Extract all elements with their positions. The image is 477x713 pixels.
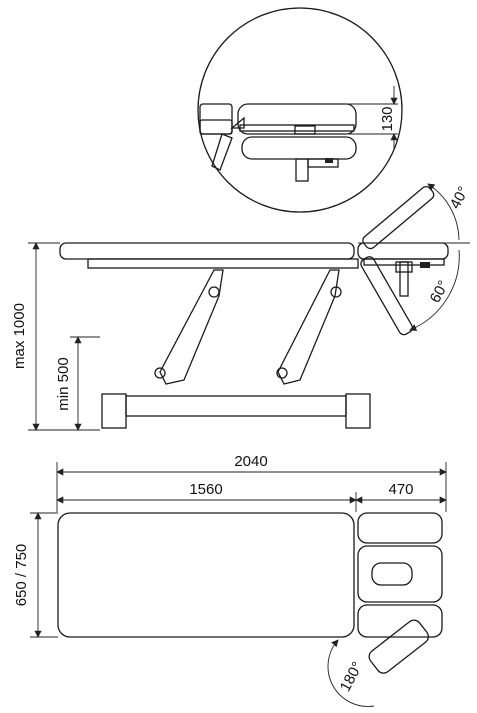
face-hole (371, 562, 413, 586)
head-length-label: 470 (388, 481, 413, 498)
tilt-down-arc (409, 249, 460, 331)
side-frame-rail (87, 258, 359, 269)
rotation-label: 180° (337, 659, 367, 694)
side-base-foot-right (345, 393, 371, 429)
side-base-foot-left (101, 393, 127, 429)
tilt-up-arc (427, 183, 460, 241)
detail-circle (197, 7, 403, 213)
top-head-center (357, 545, 443, 603)
side-leg-right (277, 269, 340, 385)
top-head-upper (357, 512, 443, 544)
top-main-cushion (57, 512, 355, 638)
body-length-label: 1560 (189, 481, 222, 498)
detail-armrest-bracket (211, 133, 233, 171)
min-height-label: min 500 (55, 357, 72, 410)
max-height-label: max 1000 (11, 303, 28, 369)
side-leg-left (159, 269, 224, 385)
total-length-label: 2040 (234, 453, 267, 470)
top-armrest-rotated (368, 619, 429, 674)
detail-armrest (199, 103, 233, 135)
side-head-lowered (360, 256, 414, 336)
side-view: 40° 60° max 1000 min 500 (11, 183, 472, 431)
width-label: 650 / 750 (13, 544, 30, 607)
rotation-arc (327, 639, 375, 707)
detail-view: 130 (197, 7, 403, 213)
top-head-lower (357, 604, 443, 638)
top-view: 2040 1560 470 650 / 750 180° (13, 453, 447, 707)
tilt-down-label: 60° (427, 278, 453, 306)
detail-upper-cushion (237, 103, 357, 135)
side-head-raised (362, 185, 435, 250)
side-base-bar (125, 395, 347, 417)
detail-height-label: 130 (379, 106, 396, 131)
detail-lower-cushion (241, 136, 357, 160)
side-main-cushion (59, 242, 355, 260)
